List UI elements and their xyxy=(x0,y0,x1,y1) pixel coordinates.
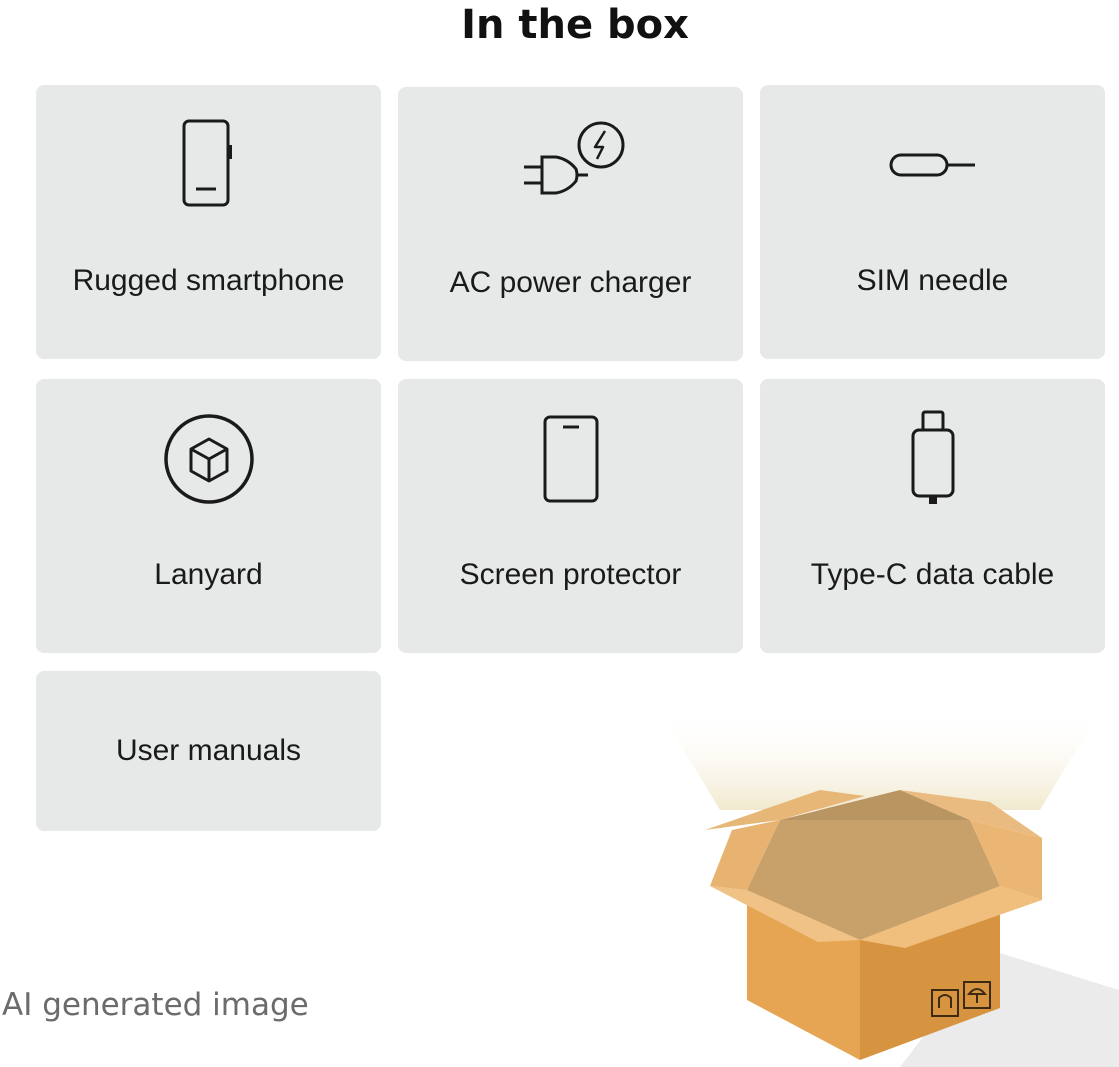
item-label: Rugged smartphone xyxy=(72,264,345,297)
item-card-user-manuals: User manuals xyxy=(36,671,381,831)
open-box-illustration xyxy=(660,710,1119,1067)
item-card-rugged-smartphone: Rugged smartphone xyxy=(36,85,381,359)
ai-generated-note: AI generated image xyxy=(2,987,309,1023)
charger-plug-icon xyxy=(398,87,743,247)
item-label: Lanyard xyxy=(154,558,263,591)
usb-c-cable-icon xyxy=(760,379,1105,539)
lanyard-cube-icon xyxy=(36,379,381,539)
item-label: Type-C data cable xyxy=(810,558,1055,591)
rugged-phone-icon xyxy=(36,85,381,245)
page-title: In the box xyxy=(461,2,689,48)
item-card-sim-needle: SIM needle xyxy=(760,85,1105,359)
sim-needle-icon xyxy=(760,85,1105,245)
screen-protector-icon xyxy=(398,379,743,539)
item-card-screen-protector: Screen protector xyxy=(398,379,743,653)
item-card-lanyard: Lanyard xyxy=(36,379,381,653)
item-label: Screen protector xyxy=(459,558,682,591)
item-card-type-c-data-cable: Type-C data cable xyxy=(760,379,1105,653)
item-label: AC power charger xyxy=(449,266,692,299)
item-label: User manuals xyxy=(115,734,302,767)
item-label: SIM needle xyxy=(856,264,1009,297)
item-card-ac-power-charger: AC power charger xyxy=(398,87,743,361)
